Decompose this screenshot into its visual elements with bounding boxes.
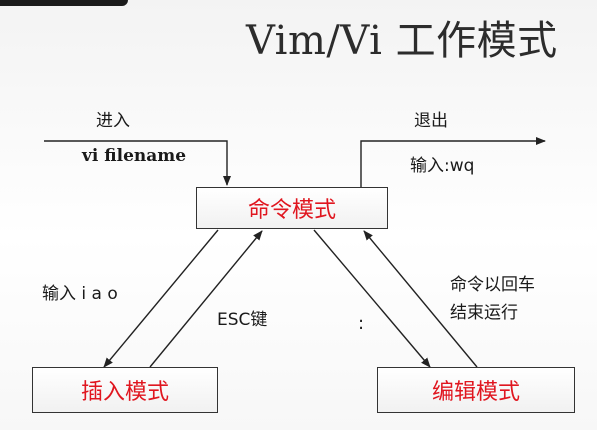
command-to-insert-arrow bbox=[103, 229, 219, 368]
edit-mode-label: 编辑模式 bbox=[431, 380, 520, 405]
input-iao-label: 输入 i a o bbox=[42, 284, 118, 304]
enter-label: 进入 bbox=[96, 111, 130, 131]
esc-key-label: ESC键 bbox=[217, 310, 268, 330]
vi-filename-label: vi filename bbox=[82, 146, 187, 166]
insert-mode-box: 插入模式 bbox=[32, 367, 218, 413]
corner-tab bbox=[0, 0, 128, 6]
insert-to-command-arrow bbox=[149, 230, 263, 368]
insert-mode-label: 插入模式 bbox=[80, 380, 169, 405]
finish-run-label: 结束运行 bbox=[450, 303, 518, 323]
exit-label: 退出 bbox=[414, 111, 448, 131]
colon-label: : bbox=[358, 313, 365, 334]
command-mode-box: 命令模式 bbox=[196, 187, 388, 229]
edit-mode-box: 编辑模式 bbox=[377, 367, 575, 413]
enter-arrow bbox=[44, 140, 231, 186]
command-enter-label: 命令以回车 bbox=[450, 275, 535, 295]
edit-to-command-arrow bbox=[363, 230, 478, 368]
exit-arrow bbox=[360, 137, 546, 187]
command-mode-label: 命令模式 bbox=[247, 198, 336, 223]
input-wq-label: 输入:wq bbox=[410, 156, 475, 176]
command-to-edit-arrow bbox=[313, 229, 431, 368]
diagram-title: Vim/Vi 工作模式 bbox=[246, 18, 558, 64]
